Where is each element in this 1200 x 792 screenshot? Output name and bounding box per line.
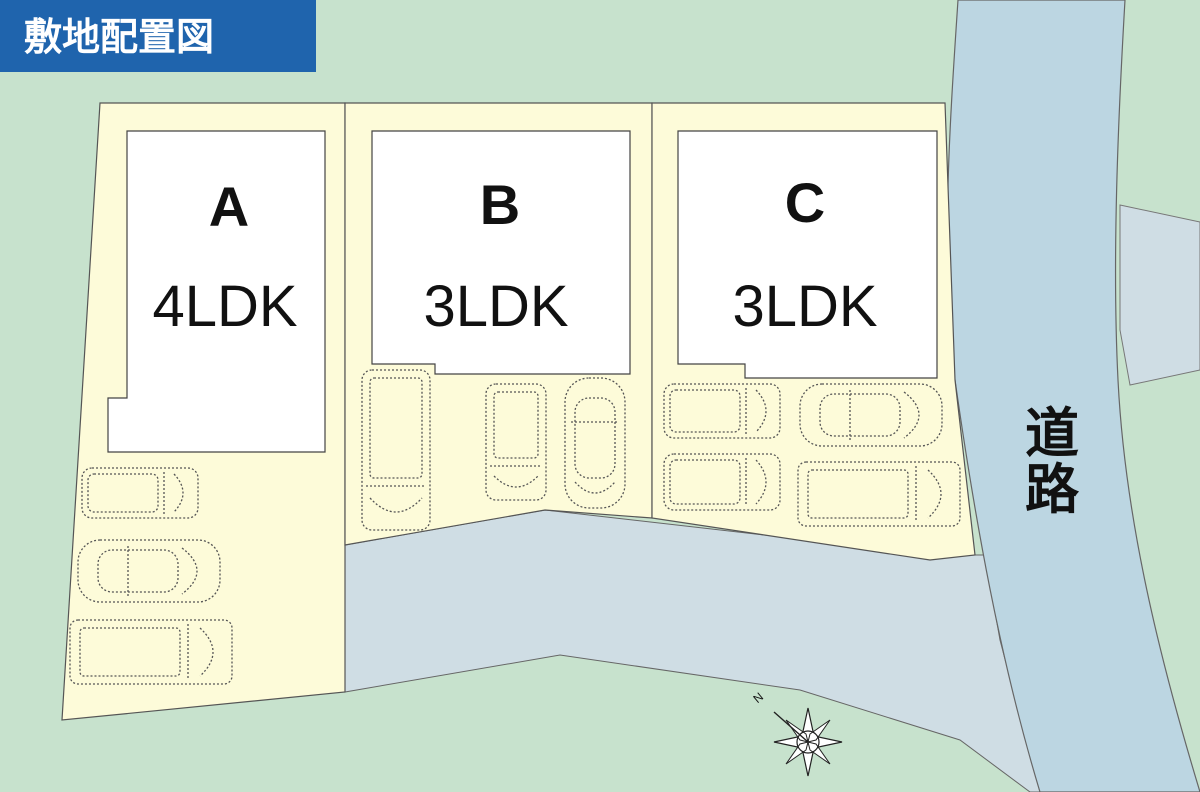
side-lane xyxy=(1119,204,1200,386)
lot-c-plan: 3LDK xyxy=(732,274,877,339)
lot-b-label: B xyxy=(480,173,520,236)
page-title: 敷地配置図 xyxy=(24,15,214,59)
parked-car-a1 xyxy=(81,467,199,519)
road-label-line-2: 路 xyxy=(1025,458,1080,521)
lot-b-plan: 3LDK xyxy=(423,274,568,339)
parked-car-c2 xyxy=(799,383,943,447)
parked-car-b3 xyxy=(564,377,626,509)
parked-car-a3 xyxy=(69,619,233,685)
road-label-line-1: 道 xyxy=(1025,402,1079,465)
parked-car-c1 xyxy=(663,383,781,439)
compass-rose-icon xyxy=(773,707,843,777)
parked-car-b2 xyxy=(485,383,547,501)
parked-car-c4 xyxy=(797,461,961,527)
lot-c-label: C xyxy=(785,171,825,234)
parked-car-a2 xyxy=(77,539,221,603)
parked-car-b1 xyxy=(361,369,431,531)
building-c xyxy=(677,130,938,379)
title-bar xyxy=(0,0,316,72)
lot-a-plan: 4LDK xyxy=(152,274,297,339)
parked-car-c3 xyxy=(663,453,781,511)
building-b xyxy=(371,130,631,375)
lot-a-label: A xyxy=(209,175,249,238)
building-a xyxy=(107,130,326,453)
